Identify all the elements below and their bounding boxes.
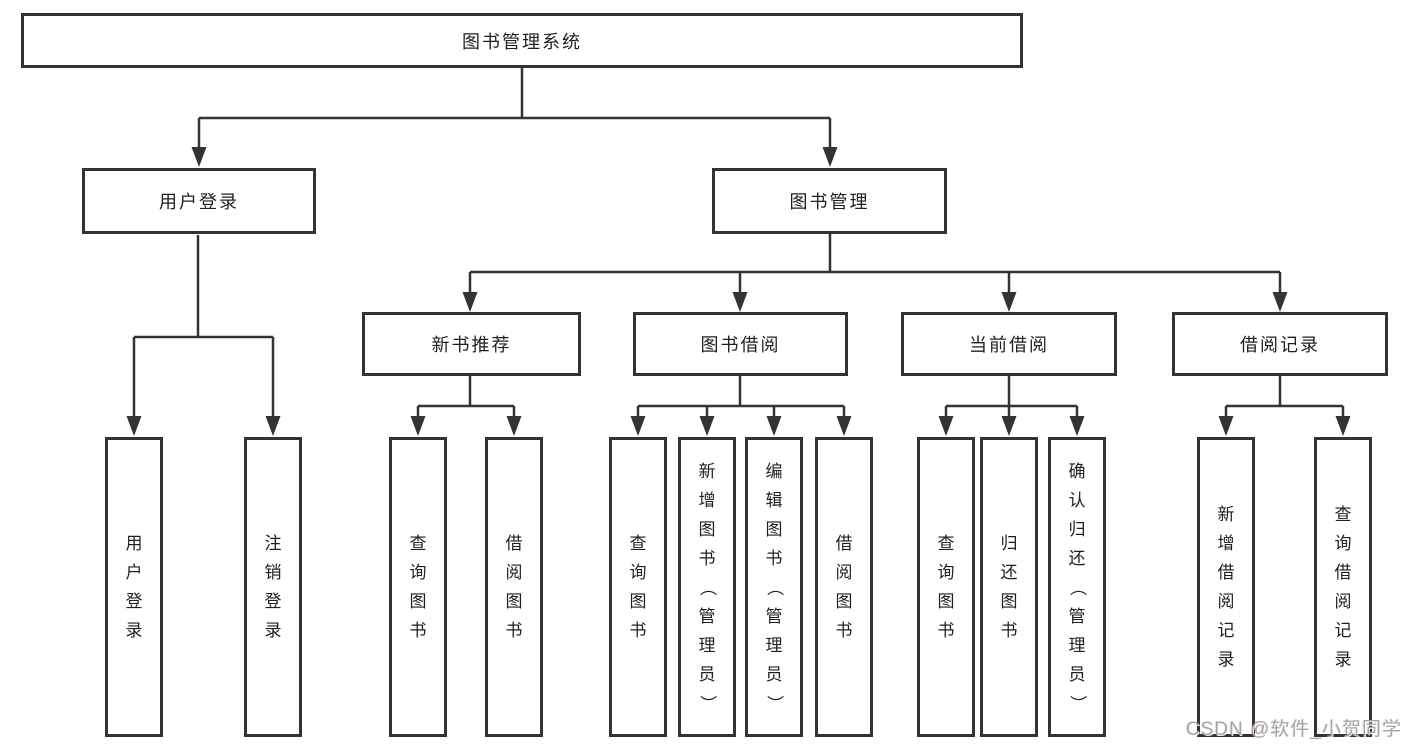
leaf-nbr-query-book-label: 查询图书 [409, 534, 427, 640]
leaf-cb-return-book-label: 归还图书 [1000, 534, 1018, 640]
node-book-borrow: 图书借阅 [633, 312, 848, 376]
leaf-cb-query-book-label: 查询图书 [937, 534, 955, 640]
leaf-br-add-record: 新增借阅记录 [1197, 437, 1255, 737]
csdn-watermark: CSDN @软件_小贺同学 [1186, 719, 1402, 740]
leaf-bb-query-book-label: 查询图书 [629, 534, 647, 640]
leaf-bb-add-book-admin-label: 新增图书（管理员） [697, 461, 717, 712]
node-user-login-label: 用户登录 [159, 192, 239, 212]
node-new-book-recommend: 新书推荐 [362, 312, 581, 376]
leaf-bb-add-book-admin: 新增图书（管理员） [678, 437, 736, 737]
leaf-nbr-borrow-book-label: 借阅图书 [505, 534, 523, 640]
leaf-br-add-record-label: 新增借阅记录 [1217, 505, 1235, 669]
node-root: 图书管理系统 [21, 13, 1023, 68]
leaf-nbr-query-book: 查询图书 [389, 437, 447, 737]
node-borrow-record: 借阅记录 [1172, 312, 1388, 376]
leaf-cb-query-book: 查询图书 [917, 437, 975, 737]
leaf-cb-return-book: 归还图书 [980, 437, 1038, 737]
node-current-borrow: 当前借阅 [901, 312, 1117, 376]
leaf-br-query-record: 查询借阅记录 [1314, 437, 1372, 737]
leaf-bb-edit-book-admin: 编辑图书（管理员） [745, 437, 803, 737]
node-current-borrow-label: 当前借阅 [969, 335, 1049, 355]
node-book-management-label: 图书管理 [789, 192, 870, 212]
leaf-bb-query-book: 查询图书 [609, 437, 667, 737]
node-root-label: 图书管理系统 [462, 31, 582, 52]
leaf-user-login-label: 用户登录 [125, 534, 143, 640]
leaf-bb-borrow-book: 借阅图书 [815, 437, 873, 737]
node-user-login: 用户登录 [82, 168, 316, 234]
node-book-management: 图书管理 [712, 168, 947, 234]
leaf-cb-confirm-return-admin-label: 确认归还（管理员） [1067, 461, 1087, 712]
leaf-logout: 注销登录 [244, 437, 302, 737]
leaf-br-query-record-label: 查询借阅记录 [1334, 505, 1352, 669]
node-borrow-record-label: 借阅记录 [1240, 335, 1320, 355]
leaf-logout-label: 注销登录 [264, 534, 282, 640]
leaf-user-login: 用户登录 [105, 437, 163, 737]
leaf-bb-edit-book-admin-label: 编辑图书（管理员） [764, 461, 784, 712]
node-new-book-recommend-label: 新书推荐 [431, 335, 512, 355]
node-book-borrow-label: 图书借阅 [700, 335, 781, 355]
leaf-cb-confirm-return-admin: 确认归还（管理员） [1048, 437, 1106, 737]
leaf-bb-borrow-book-label: 借阅图书 [835, 534, 853, 640]
leaf-nbr-borrow-book: 借阅图书 [485, 437, 543, 737]
